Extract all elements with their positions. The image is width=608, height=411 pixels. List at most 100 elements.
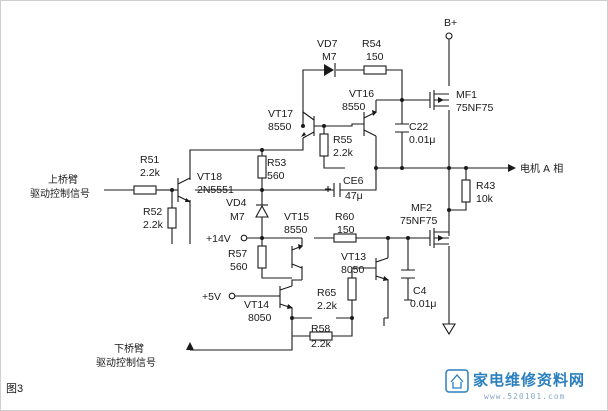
vt16-part: 8550 bbox=[342, 101, 366, 113]
mf1-mosfet bbox=[429, 90, 449, 110]
vd4-diode bbox=[255, 204, 269, 218]
r51-resistor bbox=[133, 185, 157, 195]
vd7-name: VD7 bbox=[317, 38, 338, 50]
upper-input-label-1: 上桥臂 bbox=[48, 173, 78, 186]
mf2-mosfet bbox=[429, 228, 449, 248]
wire-r65-bottom bbox=[336, 300, 353, 319]
c4-capacitor bbox=[401, 269, 415, 279]
r65-resistor bbox=[347, 277, 357, 301]
figure-caption: 图3 bbox=[6, 382, 23, 395]
r51-value: 2.2k bbox=[140, 167, 161, 179]
watermark-logo-icon bbox=[445, 369, 469, 393]
ce6-name: CE6 bbox=[343, 175, 364, 187]
mf2-name: MF2 bbox=[411, 202, 432, 214]
r65-name: R65 bbox=[317, 287, 336, 299]
lower-input-arrow bbox=[186, 342, 194, 350]
upper-input-label-2: 驱动控制信号 bbox=[30, 187, 90, 200]
vt14-transistor bbox=[278, 285, 293, 309]
watermark-url: www.520101.com bbox=[484, 392, 565, 401]
r57-name: R57 bbox=[228, 248, 247, 260]
vt17-name: VT17 bbox=[268, 108, 293, 120]
vd4-part: M7 bbox=[230, 211, 245, 223]
mf1-name: MF1 bbox=[456, 89, 477, 101]
b-plus-terminal bbox=[445, 32, 453, 40]
c22-name: C22 bbox=[409, 121, 428, 133]
wire-r43-bottom bbox=[449, 202, 467, 211]
output-arrow bbox=[508, 164, 516, 172]
ce6-value: 47μ bbox=[345, 190, 363, 202]
r58-name: R58 bbox=[311, 323, 330, 335]
plus5v-terminal bbox=[228, 292, 236, 300]
vd4-name: VD4 bbox=[226, 197, 247, 209]
wiring bbox=[104, 38, 508, 351]
wire-vt13-emitter bbox=[384, 280, 389, 319]
vt18-transistor bbox=[172, 177, 191, 203]
r53-resistor bbox=[257, 155, 267, 179]
vt15-name: VT15 bbox=[284, 211, 309, 223]
wire-r58-out bbox=[332, 318, 353, 337]
mf1-part: 75NF75 bbox=[456, 102, 494, 114]
junctions bbox=[170, 98, 468, 320]
watermark-brand: 家电维修资料网 bbox=[473, 371, 585, 389]
plus14v-label: +14V bbox=[206, 233, 231, 245]
r43-value: 10k bbox=[476, 193, 494, 205]
r55-name: R55 bbox=[333, 134, 352, 146]
c4-name: C4 bbox=[413, 285, 427, 297]
r52-name: R52 bbox=[143, 206, 162, 218]
r53-value: 560 bbox=[267, 170, 285, 182]
wire-vt13-base bbox=[351, 267, 376, 278]
r58-value: 2.2k bbox=[311, 338, 332, 350]
vt16-name: VT16 bbox=[349, 88, 374, 100]
vt17-transistor bbox=[301, 111, 315, 139]
r60-resistor bbox=[333, 233, 357, 243]
r57-value: 560 bbox=[230, 261, 248, 273]
wire-r55-bottom bbox=[323, 156, 345, 169]
wire-ce6-right bbox=[340, 168, 377, 191]
wire-lower-input bbox=[190, 336, 293, 351]
r65-value: 2.2k bbox=[317, 300, 338, 312]
r57-resistor bbox=[257, 245, 267, 269]
r51-name: R51 bbox=[140, 154, 159, 166]
r60-value: 150 bbox=[337, 224, 355, 236]
plus5v-label: +5V bbox=[202, 291, 221, 303]
r55-resistor bbox=[319, 133, 329, 157]
r60-name: R60 bbox=[335, 211, 354, 223]
wire-vt18-collector bbox=[189, 149, 262, 180]
r43-name: R43 bbox=[476, 180, 495, 192]
watermark: 家电维修资料网 www.520101.com bbox=[445, 369, 585, 401]
wire-r55-top bbox=[324, 123, 364, 127]
ce6-capacitor bbox=[325, 183, 341, 197]
vd7-part: M7 bbox=[322, 51, 337, 63]
wire-r57-bottom bbox=[261, 268, 292, 279]
r53-name: R53 bbox=[267, 157, 286, 169]
vt18-part: 2N5551 bbox=[197, 184, 234, 196]
output-label: 电机 A 相 bbox=[520, 162, 563, 175]
plus14v-terminal bbox=[240, 234, 248, 242]
lower-input-label-1: 下桥臂 bbox=[114, 342, 144, 355]
vt13-name: VT13 bbox=[341, 251, 366, 263]
r43-resistor bbox=[461, 179, 471, 203]
watermark-house-icon bbox=[450, 374, 464, 389]
wire-vd7-left bbox=[302, 69, 324, 120]
lower-input-label-2: 驱动控制信号 bbox=[96, 356, 156, 369]
vt14-name: VT14 bbox=[244, 299, 269, 311]
r55-value: 2.2k bbox=[333, 147, 354, 159]
vt18-name: VT18 bbox=[197, 171, 222, 183]
c22-capacitor bbox=[395, 123, 409, 133]
vt16-transistor bbox=[363, 110, 377, 137]
wire-vt17-collector bbox=[261, 138, 304, 156]
mf2-part: 75NF75 bbox=[400, 215, 438, 227]
vd7-diode bbox=[324, 63, 336, 77]
wire-r54-right bbox=[386, 69, 403, 100]
vt17-part: 8550 bbox=[268, 121, 292, 133]
r54-name: R54 bbox=[362, 38, 381, 50]
r54-value: 150 bbox=[366, 51, 384, 63]
ground-symbol bbox=[442, 323, 456, 336]
r52-value: 2.2k bbox=[143, 219, 164, 231]
vt15-transistor bbox=[291, 244, 303, 269]
b-plus-label: B+ bbox=[444, 17, 457, 29]
wire-vt14-collector bbox=[291, 279, 302, 286]
wire-vt14-emitter bbox=[291, 308, 312, 319]
ground-stubs bbox=[383, 299, 412, 326]
